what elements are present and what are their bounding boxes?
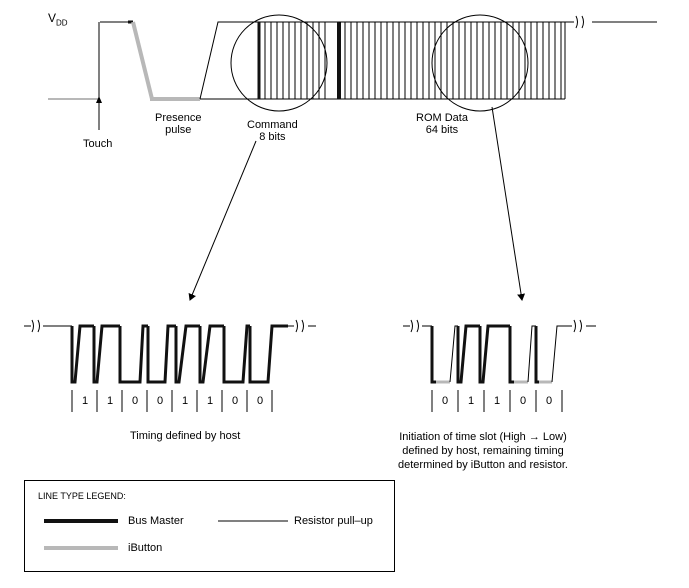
rom-pointer (491, 106, 526, 301)
bit-value: 1 (493, 395, 501, 407)
bit-value: 0 (545, 395, 553, 407)
vdd-label: VDD (48, 11, 68, 28)
rom-circle (431, 14, 529, 112)
right-caption: Initiation of time slot (High → Low) def… (398, 431, 568, 471)
break-mark-top (575, 15, 584, 29)
legend-resistor-label: Resistor pull–up (294, 515, 373, 527)
command-circle (230, 14, 328, 112)
bit-value: 1 (181, 395, 189, 407)
left-caption: Timing defined by host (130, 430, 241, 442)
rom-label: ROM Data 64 bits (416, 112, 468, 136)
presence-label: Presence pulse (155, 112, 202, 136)
bit-value: 0 (256, 395, 264, 407)
presence-pulse (131, 21, 200, 101)
bit-value: 0 (441, 395, 449, 407)
left-detail-waveform (24, 319, 316, 412)
right-detail-waveform (403, 319, 596, 412)
legend-title: LINE TYPE LEGEND: (38, 491, 126, 501)
bit-value: 0 (131, 395, 139, 407)
bit-value: 0 (231, 395, 239, 407)
legend-bus-master-label: Bus Master (128, 515, 184, 527)
command-pointer (188, 140, 257, 301)
touch-label: Touch (83, 138, 113, 150)
bit-value: 0 (156, 395, 164, 407)
bit-value: 1 (81, 395, 89, 407)
top-waveform (48, 14, 657, 301)
bit-value: 1 (467, 395, 475, 407)
rom-bits (344, 22, 566, 99)
bit-value: 1 (106, 395, 114, 407)
legend-ibutton-label: iButton (128, 542, 163, 554)
command-label: Command 8 bits (247, 119, 298, 143)
bit-value: 1 (206, 395, 214, 407)
vdd-subscript: DD (56, 18, 68, 28)
presence-rise (199, 21, 340, 100)
bit-value: 0 (519, 395, 527, 407)
line-type-legend: LINE TYPE LEGEND: (24, 480, 395, 572)
